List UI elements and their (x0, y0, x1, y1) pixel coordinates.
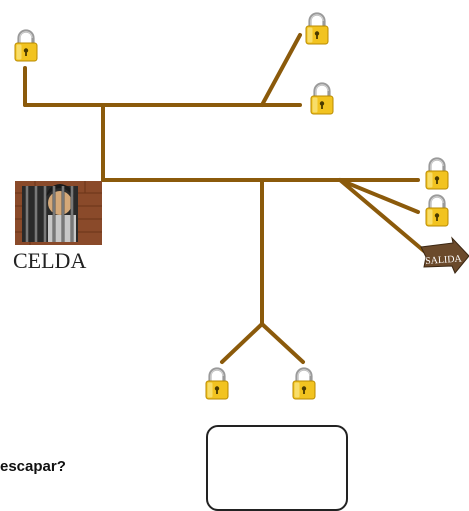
padlock-icon (292, 367, 316, 400)
padlock-icon (205, 367, 229, 400)
cell-label: CELDA (13, 248, 86, 273)
question-text: escapar? (0, 458, 66, 475)
padlock-icon (305, 12, 329, 45)
padlock-icon (310, 82, 334, 115)
path-fork-lower (338, 178, 426, 253)
padlock-icon (425, 194, 449, 227)
path-lines (23, 33, 426, 364)
path-fork-upper (338, 178, 420, 214)
padlock-icon (14, 29, 38, 62)
padlock-icon (425, 157, 449, 190)
cell-icon (15, 181, 102, 245)
exit-label: SALIDA (425, 253, 463, 267)
answer-box[interactable] (206, 425, 348, 511)
path-down-right (260, 322, 305, 364)
path-top-diagonal (260, 33, 302, 107)
exit-sign: SALIDA (420, 236, 469, 274)
path-down-left (220, 322, 264, 364)
